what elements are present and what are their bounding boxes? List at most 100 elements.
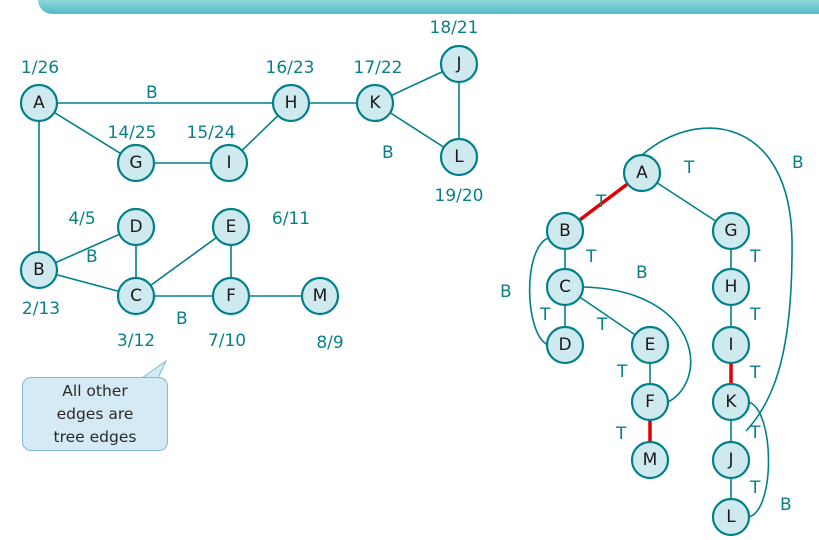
edge-label-k-l: B [382, 143, 394, 163]
svg-text:L: L [454, 147, 464, 167]
graph-node-h: H [271, 83, 311, 123]
graph-node-d: D [116, 207, 156, 247]
svg-text:L: L [726, 507, 736, 527]
time-f: 7/10 [208, 331, 246, 351]
tree-node-a: A [622, 153, 662, 193]
tree-label-e-f: T [616, 362, 628, 382]
tree-edge-labels: T B T T B B T T T T T T T T T T B [500, 153, 804, 515]
svg-text:H: H [725, 277, 738, 297]
svg-text:A: A [33, 93, 45, 113]
tree-back-edge-f-c [582, 286, 692, 403]
tree-label-back-la: B [792, 153, 804, 173]
svg-text:F: F [645, 392, 655, 412]
time-g: 14/25 [108, 123, 157, 143]
tree-back-edge-d-b [528, 237, 549, 346]
tree-label-c-e: T [596, 315, 608, 335]
callout-line-1: All other [62, 381, 128, 400]
svg-text:K: K [369, 93, 381, 113]
svg-text:M: M [313, 286, 328, 306]
tree-label-back-fc: B [636, 263, 648, 283]
time-d: 4/5 [68, 209, 95, 229]
svg-text:M: M [643, 450, 658, 470]
tree-label-c-d: T [539, 305, 551, 325]
callout-line-2: edges are [56, 404, 134, 423]
graph-node-k: K [355, 83, 395, 123]
tree-back-edge-l-a [641, 127, 793, 432]
tree-label-b-c: T [585, 247, 597, 267]
tree-label-back-l: B [780, 495, 792, 515]
tree-node-i: I [711, 325, 751, 365]
svg-text:B: B [33, 260, 45, 280]
time-l: 19/20 [435, 186, 484, 206]
tree-node-d: D [545, 325, 585, 365]
tree-label-k-j: T [749, 423, 761, 443]
tree-node-j: J [711, 440, 751, 480]
time-j: 18/21 [430, 18, 479, 38]
time-b: 2/13 [22, 299, 60, 319]
tree-label-f-m: T [615, 424, 627, 444]
tree-node-c: C [545, 267, 585, 307]
svg-text:J: J [727, 450, 733, 470]
time-a: 1/26 [21, 58, 59, 78]
graph-node-m: M [300, 276, 340, 316]
edge-label-a-h: B [146, 83, 158, 103]
tree-label-a-g: T [683, 158, 695, 178]
callout-line-3: tree edges [53, 427, 137, 446]
svg-text:B: B [559, 221, 571, 241]
svg-text:G: G [129, 153, 142, 173]
tree-label-i-k: T [749, 363, 761, 383]
svg-text:G: G [724, 221, 737, 241]
svg-text:E: E [645, 335, 656, 355]
tree-back-edge-l-k [748, 401, 770, 518]
svg-text:K: K [725, 392, 737, 412]
svg-text:D: D [558, 335, 571, 355]
edge-c-e [135, 226, 232, 297]
tree-node-e: E [630, 325, 670, 365]
graph-node-g: G [116, 143, 156, 183]
graph-node-l: L [439, 137, 479, 177]
tree-label-g-h: T [749, 247, 761, 267]
svg-text:F: F [226, 286, 236, 306]
tree-label-h-i: T [749, 305, 761, 325]
graph-node-e: E [211, 207, 251, 247]
svg-text:C: C [130, 286, 142, 306]
tree-node-l: L [711, 497, 751, 537]
graph-node-a: A [19, 83, 59, 123]
graph-node-f: F [211, 276, 251, 316]
graph-node-b: B [19, 250, 59, 290]
tree-node-b: B [545, 211, 585, 251]
tree-node-g: G [711, 211, 751, 251]
time-m: 8/9 [316, 333, 343, 353]
tree-node-f: F [630, 382, 670, 422]
graph-node-c: C [116, 276, 156, 316]
svg-text:H: H [285, 93, 298, 113]
tree-label-back-db: B [500, 282, 512, 302]
time-c: 3/12 [117, 331, 155, 351]
svg-text:I: I [728, 335, 733, 355]
title-bar-strip [38, 0, 819, 14]
time-e: 6/11 [272, 209, 310, 229]
time-h: 16/23 [266, 58, 315, 78]
svg-text:E: E [226, 217, 237, 237]
graph-edge-labels: B B B B [86, 83, 394, 329]
discovery-finish-times: 1/26 16/23 17/22 18/21 19/20 14/25 15/24… [21, 18, 484, 353]
svg-text:A: A [636, 163, 648, 183]
edge-label-b-d: B [86, 247, 98, 267]
svg-text:C: C [559, 277, 571, 297]
tree-node-h: H [711, 267, 751, 307]
tree-label-j-l: T [749, 478, 761, 498]
svg-text:I: I [226, 153, 231, 173]
time-k: 17/22 [354, 58, 403, 78]
edge-label-c-f: B [176, 309, 188, 329]
callout-note: All other edges are tree edges [22, 377, 168, 451]
graph-node-j: J [439, 44, 479, 84]
svg-text:D: D [129, 217, 142, 237]
svg-text:J: J [455, 54, 461, 74]
time-i: 15/24 [187, 123, 236, 143]
tree-node-m: M [630, 440, 670, 480]
tree-node-k: K [711, 382, 751, 422]
tree-label-a-b: T [595, 192, 607, 212]
graph-node-i: I [209, 143, 249, 183]
